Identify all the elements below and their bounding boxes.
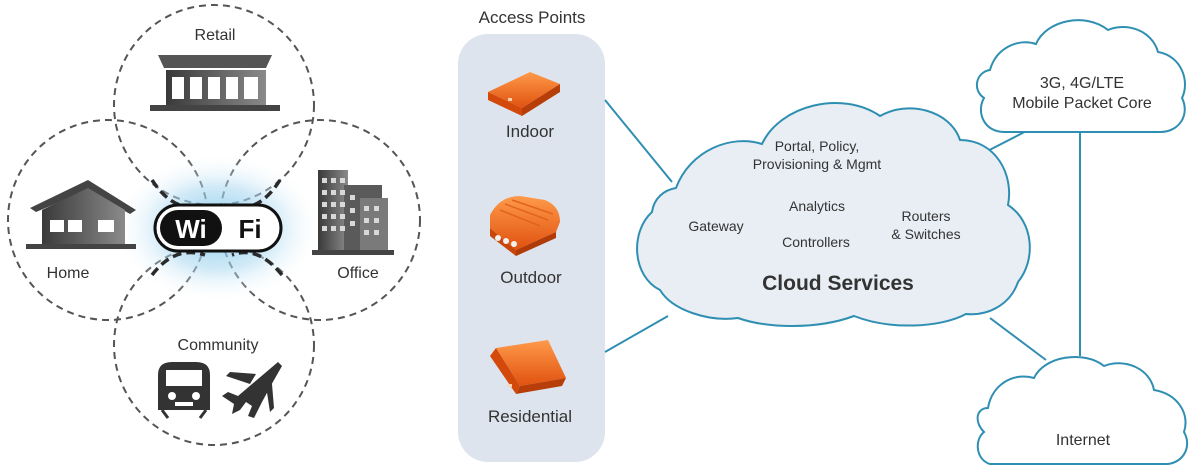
retail-label: Retail <box>195 27 236 44</box>
residential-label: Residential <box>488 407 572 426</box>
routers-text-line1: Routers <box>901 208 950 224</box>
airplane-icon <box>222 362 282 418</box>
wifi-logo-fi: Fi <box>238 214 261 244</box>
outdoor-label: Outdoor <box>500 268 562 287</box>
indoor-label: Indoor <box>506 122 555 141</box>
internet-label: Internet <box>1056 432 1111 449</box>
gateway-text: Gateway <box>688 218 743 234</box>
residential-ap-icon <box>490 340 566 394</box>
indoor-ap-icon <box>488 72 560 116</box>
portal-text-line1: Portal, Policy, <box>775 138 860 154</box>
office-icon <box>312 170 394 255</box>
internet-cloud-shape <box>976 355 1189 465</box>
routers-text-line2: & Switches <box>891 226 960 242</box>
office-label: Office <box>337 265 379 282</box>
mobile-core-cloud-shape <box>975 19 1186 133</box>
wifi-logo-wi: Wi <box>175 214 207 244</box>
access-points-title: Access Points <box>479 8 586 27</box>
community-label: Community <box>178 337 259 354</box>
mobile-core-line1: 3G, 4G/LTE <box>1040 75 1124 92</box>
cloud-services-shape <box>636 102 1031 327</box>
store-icon <box>150 55 280 111</box>
train-icon <box>158 362 210 419</box>
controllers-text: Controllers <box>782 234 850 250</box>
analytics-text: Analytics <box>789 198 845 214</box>
home-label: Home <box>47 265 90 282</box>
mobile-core-line2: Mobile Packet Core <box>1012 95 1152 112</box>
portal-text-line2: Provisioning & Mgmt <box>753 156 881 172</box>
wifi-logo: Wi Fi <box>153 203 283 253</box>
outdoor-ap-icon <box>490 196 560 256</box>
house-icon <box>26 180 136 249</box>
cloud-services-title: Cloud Services <box>762 272 914 295</box>
